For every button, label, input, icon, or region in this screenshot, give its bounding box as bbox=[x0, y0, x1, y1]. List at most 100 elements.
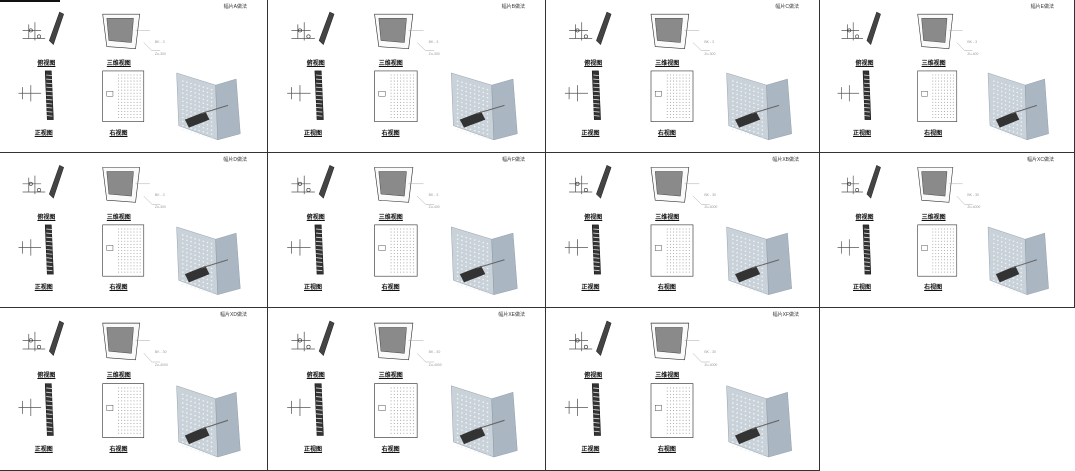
top-view-label: 俯视图 bbox=[855, 214, 874, 221]
front-view-label: 正视图 bbox=[34, 130, 53, 137]
top-view-drawing bbox=[841, 164, 881, 199]
annotation-bk: BK - 3 bbox=[154, 193, 165, 198]
right-view-drawing bbox=[374, 224, 418, 277]
right-view-drawing bbox=[650, 70, 694, 122]
panel-drawing bbox=[18, 11, 241, 141]
front-view-drawing bbox=[564, 224, 601, 275]
render-view-drawing bbox=[726, 226, 792, 295]
panel-title: 幅片XB做法 bbox=[772, 157, 799, 163]
iso-view-drawing bbox=[102, 322, 161, 363]
top-view-label: 俯视图 bbox=[584, 60, 603, 67]
right-view-label: 右视图 bbox=[381, 447, 400, 454]
front-view-label: 正视图 bbox=[581, 447, 600, 454]
top-view-drawing bbox=[22, 320, 64, 357]
annotation-bk: BK - 30 bbox=[704, 350, 717, 355]
top-view-label: 俯视图 bbox=[37, 214, 56, 221]
annotation-zu: Zu-400 bbox=[428, 205, 440, 210]
top-view-drawing bbox=[569, 164, 612, 199]
right-view-drawing bbox=[650, 224, 694, 277]
annotation-zu: Zu-4000 bbox=[967, 205, 981, 210]
iso-view-drawing bbox=[650, 13, 710, 51]
annotation-zu: Zu-300 bbox=[154, 51, 166, 56]
right-view-drawing bbox=[917, 70, 958, 122]
render-view-drawing bbox=[451, 72, 518, 141]
right-view-drawing bbox=[102, 383, 145, 438]
front-view-label: 正视图 bbox=[34, 447, 53, 454]
top-view-drawing bbox=[22, 11, 64, 46]
front-view-drawing bbox=[837, 70, 872, 120]
render-view-drawing bbox=[987, 226, 1049, 295]
panel-title: 幅片C做法 bbox=[775, 4, 799, 10]
front-view-drawing bbox=[837, 224, 872, 275]
front-view-label: 正视图 bbox=[34, 285, 53, 292]
iso-view-label: 三维视图 bbox=[378, 60, 403, 67]
panel-title: 幅片B做法 bbox=[501, 4, 525, 10]
top-view-label: 俯视图 bbox=[306, 372, 325, 379]
panel-drawing bbox=[837, 11, 1049, 141]
iso-view-label: 三维视图 bbox=[106, 214, 131, 221]
iso-view-drawing bbox=[102, 167, 161, 205]
right-view-label: 右视图 bbox=[657, 285, 676, 292]
iso-view-label: 三维视图 bbox=[378, 214, 403, 221]
panel-xd[interactable]: 幅片XD做法俯视图 三维视图正视图 右视图 BK - 30 Zu-4000 bbox=[0, 308, 268, 471]
front-view-drawing bbox=[18, 70, 54, 120]
annotation-zu: Zu-300 bbox=[704, 51, 716, 56]
right-view-label: 右视图 bbox=[381, 285, 400, 292]
right-view-drawing bbox=[374, 383, 418, 438]
iso-view-drawing bbox=[374, 13, 435, 51]
top-view-label: 俯视图 bbox=[855, 60, 874, 67]
top-view-drawing bbox=[569, 320, 612, 357]
panel-drawing bbox=[287, 164, 518, 295]
top-view-label: 俯视图 bbox=[37, 60, 56, 67]
top-view-label: 俯视图 bbox=[37, 372, 56, 379]
front-view-label: 正视图 bbox=[853, 285, 872, 292]
iso-view-drawing bbox=[650, 322, 710, 363]
top-view-label: 俯视图 bbox=[584, 214, 603, 221]
front-view-drawing bbox=[18, 383, 54, 436]
right-view-label: 右视图 bbox=[657, 130, 676, 137]
panel-drawing bbox=[287, 11, 518, 141]
right-view-drawing bbox=[917, 224, 958, 277]
top-view-label: 俯视图 bbox=[306, 214, 325, 221]
right-view-label: 右视图 bbox=[109, 447, 128, 454]
front-view-label: 正视图 bbox=[581, 285, 600, 292]
front-view-label: 正视图 bbox=[304, 447, 323, 454]
panel-drawing bbox=[18, 320, 241, 458]
annotation-zu: Zu-4000 bbox=[154, 363, 168, 368]
top-view-drawing bbox=[291, 320, 335, 357]
annotation-bk: BK - 30 bbox=[154, 350, 167, 355]
empty-cell bbox=[820, 308, 1075, 471]
right-view-label: 右视图 bbox=[109, 130, 128, 137]
annotation-bk: BK - 3 bbox=[428, 39, 439, 44]
front-view-drawing bbox=[564, 70, 601, 120]
top-view-drawing bbox=[22, 164, 64, 199]
front-view-drawing bbox=[287, 224, 324, 275]
iso-view-drawing bbox=[374, 322, 435, 363]
annotation-bk: BK - 30 bbox=[428, 350, 441, 355]
panel-drawing bbox=[837, 164, 1049, 295]
top-view-drawing bbox=[841, 11, 881, 46]
annotation-bk: BK - 3 bbox=[428, 193, 439, 198]
right-view-label: 右视图 bbox=[924, 285, 943, 292]
panel-title: 幅片XD做法 bbox=[220, 312, 247, 318]
render-view-drawing bbox=[176, 226, 241, 295]
front-view-drawing bbox=[18, 224, 54, 275]
iso-view-drawing bbox=[374, 167, 435, 205]
right-view-label: 右视图 bbox=[109, 285, 128, 292]
iso-view-label: 三维视图 bbox=[106, 372, 131, 379]
panel-drawing bbox=[564, 11, 792, 141]
iso-view-drawing bbox=[917, 13, 973, 51]
annotation-zu: Zu-400 bbox=[967, 51, 979, 56]
